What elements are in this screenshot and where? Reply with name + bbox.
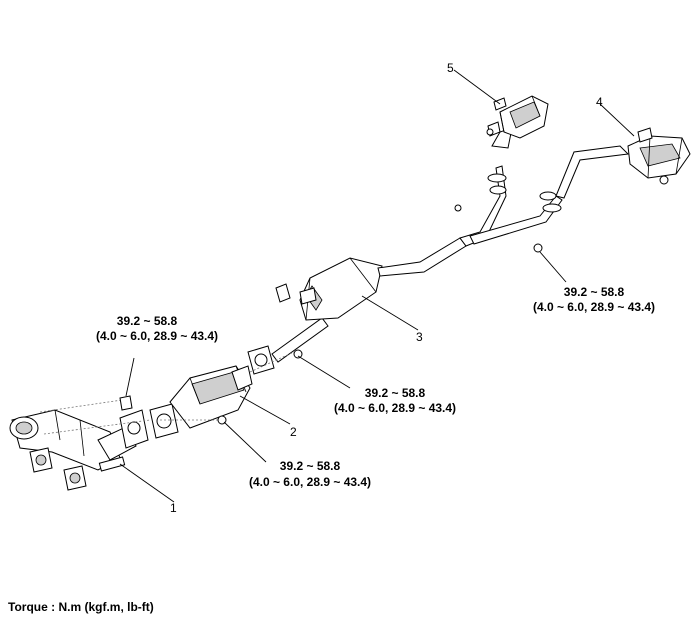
right-rear-muffler	[555, 127, 691, 199]
alignment-lines	[39, 351, 295, 435]
torque-middle-value: 39.2 ~ 58.8	[365, 386, 426, 400]
torque-front-left-alt: (4.0 ~ 6.0, 28.9 ~ 43.4)	[96, 329, 218, 343]
torque-middle-alt: (4.0 ~ 6.0, 28.9 ~ 43.4)	[334, 401, 456, 415]
callout-3: 3	[416, 330, 423, 344]
y-pipe	[454, 165, 563, 253]
torque-unit-note: Torque : N.m (kgf.m, lb-ft)	[8, 600, 154, 614]
torque-front-left-value: 39.2 ~ 58.8	[117, 314, 178, 328]
leader-lines	[119, 69, 635, 503]
callout-2: 2	[290, 425, 297, 439]
fasteners	[119, 349, 303, 425]
left-rear-muffler	[486, 95, 549, 149]
center-muffler	[271, 237, 467, 363]
callout-1: 1	[170, 501, 177, 515]
catalytic-converter	[149, 345, 275, 439]
front-pipe-assembly	[9, 409, 149, 491]
callout-4: 4	[596, 95, 603, 109]
torque-lower-alt: (4.0 ~ 6.0, 28.9 ~ 43.4)	[249, 475, 371, 489]
torque-rear-right-value: 39.2 ~ 58.8	[564, 285, 625, 299]
torque-rear-right-alt: (4.0 ~ 6.0, 28.9 ~ 43.4)	[533, 300, 655, 314]
callout-5: 5	[447, 61, 454, 75]
torque-lower-value: 39.2 ~ 58.8	[280, 459, 341, 473]
